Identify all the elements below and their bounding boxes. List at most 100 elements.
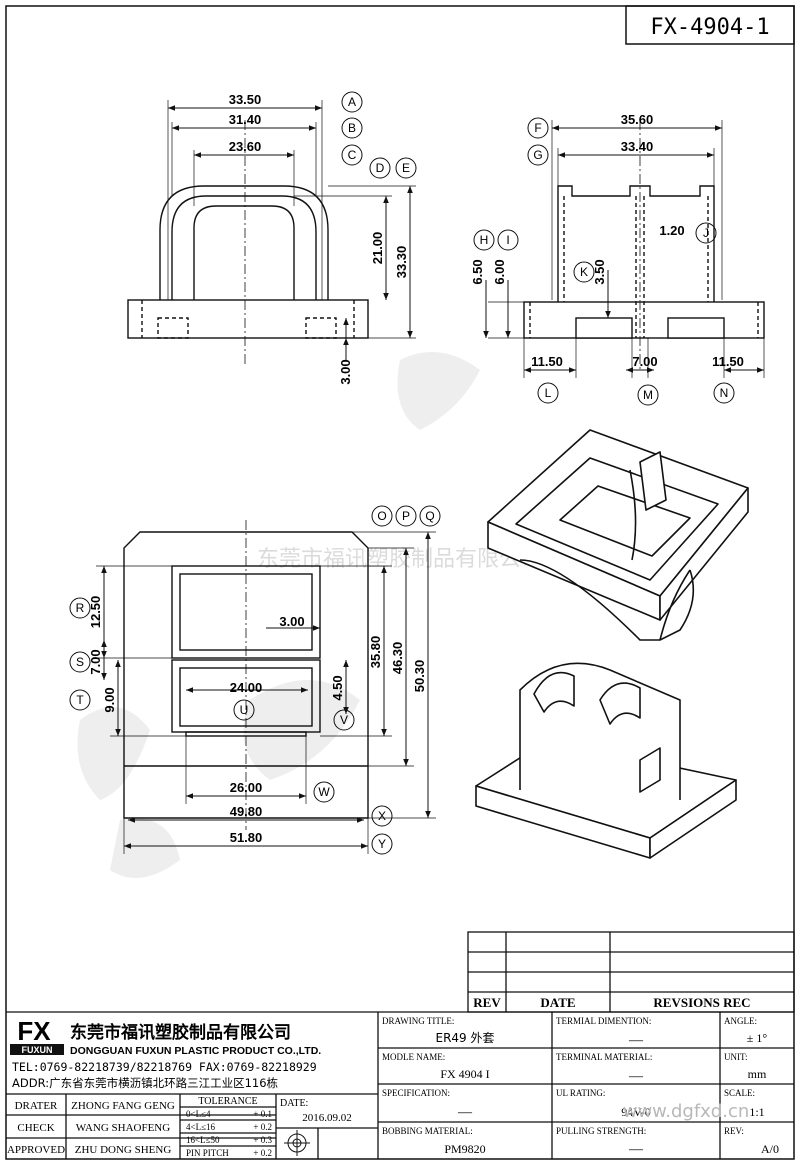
pulling-strength-label: PULLING STRENGTH: (556, 1126, 646, 1136)
ul-rating-value: 94V-0 (621, 1105, 651, 1119)
label-w: W (318, 785, 330, 799)
date-value: 2016.09.02 (302, 1112, 352, 1124)
dim-7-00: 7.00 (632, 354, 657, 369)
dim-50-30: 50.30 (412, 660, 427, 693)
isometric-view-top (487, 429, 749, 641)
dim-26-00: 26.00 (230, 780, 263, 795)
pulling-strength-value: — (628, 1142, 644, 1157)
signoff-table: DRATER ZHONG FANG GENG CHECK WANG SHAOFE… (7, 1100, 175, 1156)
angle-value: ± 1° (747, 1031, 768, 1045)
scale-label: SCALE: (724, 1088, 755, 1098)
specification-label: SPECIFICATION: (382, 1088, 450, 1098)
company-logo-sub: FUXUN (22, 1045, 53, 1055)
company-name-en: DONGGUAN FUXUN PLASTIC PRODUCT CO.,LTD. (70, 1045, 321, 1057)
unit-value: mm (748, 1067, 767, 1081)
title-block (6, 1011, 794, 1159)
angle-label: ANGLE: (724, 1016, 757, 1026)
terminal-dimention-value: — (628, 1033, 644, 1048)
dim-11-50-right: 11.50 (712, 354, 744, 369)
terminal-material-value: — (628, 1069, 644, 1084)
unit-label: UNIT: (724, 1052, 748, 1062)
tolerance-table: TOLERANCE 0<L≤4 + 0.1 4<L≤16 + 0.2 16<L≤… (186, 1096, 272, 1158)
side-view-dims: 35.60 33.40 1.20 6.50 6.00 3.50 11.50 7.… (470, 112, 744, 369)
label-t: T (76, 693, 84, 707)
label-k: K (580, 265, 588, 279)
top-view-dims: 33.50 31.40 23.60 21.00 33.30 3.00 (229, 92, 409, 385)
label-e: E (402, 161, 410, 175)
label-x: X (378, 809, 386, 823)
dim-33-40: 33.40 (621, 139, 654, 154)
title-fields: DRAWING TITLE: ER49 外套 TERMIAL DIMENTION… (382, 1016, 779, 1157)
label-n: N (720, 386, 729, 400)
terminal-material-label: TERMINAL MATERIAL: (556, 1052, 652, 1062)
dim-33-30: 33.30 (394, 246, 409, 279)
tolerance-range-3: PIN PITCH (186, 1148, 229, 1158)
dim-46-30: 46.30 (390, 642, 405, 675)
label-u: U (240, 703, 249, 717)
model-name-label: MODLE NAME: (382, 1052, 445, 1062)
company-addr: ADDR:广东省东莞市横沥镇北环路三江工业区116栋 (12, 1076, 279, 1090)
dim-49-80: 49.80 (230, 804, 263, 819)
rev-value: A/0 (761, 1142, 779, 1156)
signoff-name-drater: ZHONG FANG GENG (71, 1100, 175, 1112)
dim-51-80: 51.80 (230, 830, 263, 845)
signoff-name-approved: ZHU DONG SHENG (75, 1144, 172, 1156)
terminal-dimention-label: TERMIAL DIMENTION: (556, 1016, 651, 1026)
label-p: P (402, 509, 410, 523)
top-view (127, 100, 416, 365)
model-name-value: FX 4904 I (440, 1067, 489, 1081)
label-l: L (545, 386, 552, 400)
dim-3-00: 3.00 (338, 359, 353, 384)
label-d: D (376, 161, 385, 175)
company-tel: TEL:0769-82218739/82218769 FAX:0769-8221… (12, 1060, 317, 1074)
bobbing-material-value: PM9820 (444, 1142, 485, 1156)
label-v: V (340, 713, 348, 727)
dim-11-50-left: 11.50 (531, 354, 563, 369)
company-logo: FX (17, 1016, 51, 1046)
tolerance-range-2: 16<L≤50 (186, 1135, 220, 1145)
dim-9-00: 9.00 (102, 687, 117, 712)
dim-23-60: 23.60 (229, 139, 262, 154)
label-g: G (533, 148, 542, 162)
label-f: F (534, 121, 541, 135)
label-s: S (76, 655, 84, 669)
tolerance-title: TOLERANCE (198, 1096, 257, 1107)
dim-6-50: 6.50 (470, 259, 485, 284)
tolerance-value-2: + 0.3 (253, 1135, 272, 1145)
label-j: J (703, 226, 709, 240)
label-c: C (348, 148, 357, 162)
footer-watermark: www.dgfxd.cn (623, 1101, 750, 1122)
drawing-title-value: ER49 外套 (435, 1031, 494, 1045)
tolerance-value-1: + 0.2 (253, 1122, 272, 1132)
signoff-role-check: CHECK (17, 1122, 54, 1134)
bobbing-material-label: BOBBING MATERIAL: (382, 1126, 473, 1136)
label-a: A (348, 95, 356, 109)
label-r: R (76, 601, 85, 615)
tolerance-range-0: 0<L≤4 (186, 1109, 211, 1119)
drawing-title-label: DRAWING TITLE: (382, 1016, 454, 1026)
dim-31-40: 31.40 (229, 112, 262, 127)
signoff-name-check: WANG SHAOFENG (76, 1122, 170, 1134)
dim-3-50: 3.50 (592, 259, 607, 284)
isometric-view-bottom (475, 662, 737, 859)
rev-header: REV (473, 995, 501, 1010)
projection-symbol-icon (284, 1130, 310, 1156)
side-view (483, 120, 765, 378)
company-name-cn: 东莞市福讯塑胶制品有限公司 (70, 1022, 291, 1043)
front-view-dims: 12.50 3.00 7.00 9.00 24.00 4.50 35.80 46… (88, 596, 427, 845)
label-b: B (348, 121, 356, 135)
company-block: FX FUXUN 东莞市福讯塑胶制品有限公司 DONGGUAN FUXUN PL… (10, 1016, 321, 1090)
date-header: DATE (540, 995, 575, 1010)
tolerance-value-0: + 0.1 (253, 1109, 272, 1119)
dim-24-00: 24.00 (230, 680, 263, 695)
tolerance-value-3: + 0.2 (253, 1148, 272, 1158)
dim-3-00-front: 3.00 (279, 614, 304, 629)
dim-7-00-front: 7.00 (88, 649, 103, 674)
dim-1-20: 1.20 (659, 223, 684, 238)
label-y: Y (378, 837, 386, 851)
label-q: Q (425, 509, 434, 523)
dim-21-00: 21.00 (370, 232, 385, 265)
watermark: 东莞市福讯塑胶制品有限公司 (77, 352, 543, 878)
label-h: H (480, 233, 489, 247)
dim-33-50: 33.50 (229, 92, 262, 107)
